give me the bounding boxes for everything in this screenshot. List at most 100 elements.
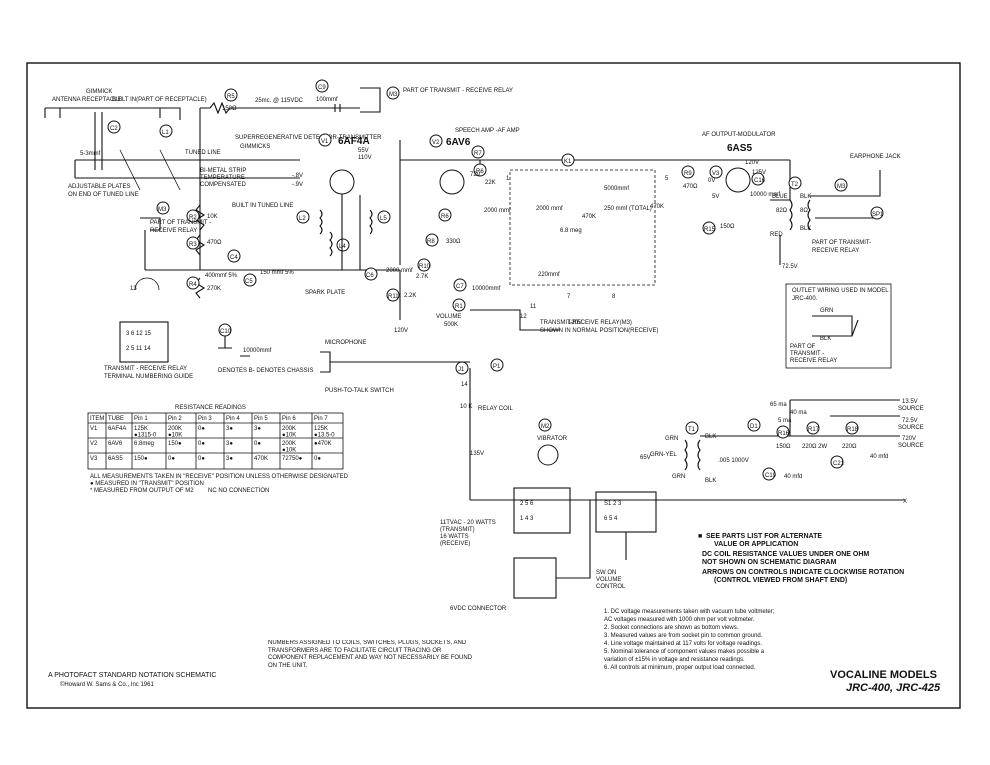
photofact-label: A PHOTOFACT STANDARD NOTATION SCHEMATIC bbox=[48, 672, 216, 679]
svg-text:RESISTANCE READINGS: RESISTANCE READINGS bbox=[175, 405, 246, 411]
svg-text:S1 2 3: S1 2 3 bbox=[604, 501, 622, 507]
svg-text:5000mmf: 5000mmf bbox=[604, 186, 629, 192]
table-cell: 125K bbox=[134, 426, 148, 432]
table-cell: 200K bbox=[282, 426, 296, 432]
table-cell: V2 bbox=[90, 441, 98, 447]
svg-text:BLK: BLK bbox=[820, 336, 831, 342]
svg-text:RECEIVE RELAY: RECEIVE RELAY bbox=[150, 228, 197, 234]
svg-text:NOT SHOWN ON SCHEMATIC DIAGRAM: NOT SHOWN ON SCHEMATIC DIAGRAM bbox=[702, 559, 837, 566]
svg-text:1 4 3: 1 4 3 bbox=[520, 516, 534, 522]
svg-text:SOURCE: SOURCE bbox=[898, 425, 924, 431]
svg-text:SPARK PLATE: SPARK PLATE bbox=[305, 290, 345, 296]
footnote-line: 1. DC voltage measurements taken with va… bbox=[604, 609, 775, 615]
footnote-line: 4. Line voltage maintained at 117 volts … bbox=[604, 641, 762, 647]
svg-text:11: 11 bbox=[530, 304, 537, 310]
label-built-in: BUILT IN(PART OF RECEPTACLE) bbox=[112, 97, 207, 103]
svg-text:RECEIVE RELAY: RECEIVE RELAY bbox=[790, 358, 837, 364]
svg-text:PUSH-TO-TALK SWITCH: PUSH-TO-TALK SWITCH bbox=[325, 388, 394, 394]
svg-text:7: 7 bbox=[567, 294, 571, 300]
svg-text:72V: 72V bbox=[470, 172, 481, 178]
svg-text:55V: 55V bbox=[358, 148, 369, 154]
footnote-line: 3. Measured values are from socket pin t… bbox=[604, 633, 763, 639]
svg-text:OUTLET WIRING USED IN MODEL: OUTLET WIRING USED IN MODEL bbox=[792, 288, 889, 294]
table-cell: 6AV6 bbox=[108, 441, 123, 447]
svg-text:40 ma: 40 ma bbox=[790, 410, 807, 416]
svg-text:EARPHONE JACK: EARPHONE JACK bbox=[850, 154, 901, 160]
svg-text:RECEIVE RELAY: RECEIVE RELAY bbox=[812, 248, 859, 254]
table-cell: 0● bbox=[198, 441, 205, 447]
footnote-line: 2. Socket connections are shown as botto… bbox=[604, 625, 739, 631]
table-cell: 150● bbox=[168, 441, 182, 447]
svg-text:6AF4A: 6AF4A bbox=[338, 136, 370, 147]
svg-text:400mmf 5%: 400mmf 5% bbox=[205, 273, 238, 279]
label-antenna: ANTENNA RECEPTACLE bbox=[52, 97, 122, 103]
table-cell: ●10K bbox=[168, 433, 182, 439]
svg-text:D1: D1 bbox=[750, 424, 758, 430]
svg-text:8: 8 bbox=[612, 294, 616, 300]
svg-text:120V: 120V bbox=[568, 320, 582, 326]
svg-text:6.8 meg: 6.8 meg bbox=[560, 228, 582, 234]
svg-text:14: 14 bbox=[461, 382, 468, 388]
svg-text:ON END OF TUNED LINE: ON END OF TUNED LINE bbox=[68, 192, 139, 198]
svg-text:1: 1 bbox=[506, 176, 510, 182]
svg-text:6AV6: 6AV6 bbox=[446, 137, 471, 148]
svg-text:T2: T2 bbox=[791, 182, 799, 188]
svg-text:TRANSMIT - RECEIVE RELAY: TRANSMIT - RECEIVE RELAY bbox=[104, 366, 187, 372]
svg-text:C7: C7 bbox=[456, 284, 464, 290]
svg-text:C9: C9 bbox=[318, 85, 326, 91]
svg-text:AF OUTPUT-MODULATOR: AF OUTPUT-MODULATOR bbox=[702, 132, 776, 138]
svg-text:VOLUME: VOLUME bbox=[436, 314, 461, 320]
svg-text:.005 1000V: .005 1000V bbox=[718, 458, 749, 464]
svg-text:P1: P1 bbox=[493, 364, 501, 370]
table-cell: 6AF4A bbox=[108, 426, 126, 432]
svg-text:RED: RED bbox=[770, 232, 783, 238]
table-header-cell: Pin 6 bbox=[282, 416, 296, 422]
svg-text:VOLUME: VOLUME bbox=[596, 577, 621, 583]
svg-text:13: 13 bbox=[130, 286, 137, 292]
svg-text:22K: 22K bbox=[485, 180, 496, 186]
svg-text:M3: M3 bbox=[389, 92, 398, 98]
svg-text:RELAY COIL: RELAY COIL bbox=[478, 406, 513, 412]
svg-text:TEMPERATURE: TEMPERATURE bbox=[200, 175, 245, 181]
table-cell: ●10K bbox=[282, 433, 296, 439]
svg-text:6VDC CONNECTOR: 6VDC CONNECTOR bbox=[450, 606, 507, 612]
svg-text:CONTROL: CONTROL bbox=[596, 584, 626, 590]
svg-text:BLK: BLK bbox=[705, 478, 716, 484]
svg-text:470Ω: 470Ω bbox=[207, 240, 222, 246]
svg-text:BLUE: BLUE bbox=[772, 194, 788, 200]
notes-block: NUMBERS ASSIGNED TO COILS, SWITCHES, PLU… bbox=[48, 533, 941, 694]
svg-text:GRN: GRN bbox=[672, 474, 685, 480]
svg-text:5 ma: 5 ma bbox=[778, 418, 792, 424]
svg-text:10000mmf: 10000mmf bbox=[472, 286, 501, 292]
svg-text:10000mmf: 10000mmf bbox=[243, 348, 272, 354]
svg-text:2 5 6: 2 5 6 bbox=[520, 501, 534, 507]
svg-text:R15: R15 bbox=[704, 227, 716, 233]
svg-text:SW ON: SW ON bbox=[596, 570, 616, 576]
svg-text:65 ma: 65 ma bbox=[770, 402, 787, 408]
svg-text:12: 12 bbox=[520, 314, 527, 320]
brand-title: VOCALINE MODELS bbox=[830, 669, 937, 681]
svg-text:R2: R2 bbox=[189, 215, 197, 221]
table-cell: 3● bbox=[254, 426, 261, 432]
svg-text:C2: C2 bbox=[110, 126, 118, 132]
svg-text:R17: R17 bbox=[808, 427, 820, 433]
table-cell: 3● bbox=[226, 441, 233, 447]
svg-text:11TVAC - 20 WATTS: 11TVAC - 20 WATTS bbox=[440, 520, 496, 526]
svg-text:470Ω: 470Ω bbox=[683, 184, 698, 190]
table-cell: 0● bbox=[254, 441, 261, 447]
svg-text:10K: 10K bbox=[207, 214, 218, 220]
svg-text:* MEASURED FROM OUTPUT OF M2: * MEASURED FROM OUTPUT OF M2 bbox=[90, 488, 194, 494]
svg-text:SOURCE: SOURCE bbox=[898, 406, 924, 412]
svg-text:VALUE OR APPLICATION: VALUE OR APPLICATION bbox=[714, 541, 798, 548]
svg-text:135V: 135V bbox=[470, 451, 484, 457]
svg-text:40 mfd: 40 mfd bbox=[870, 454, 888, 460]
svg-text:C19: C19 bbox=[765, 473, 777, 479]
svg-text:BLK: BLK bbox=[800, 194, 811, 200]
svg-text:BLK: BLK bbox=[800, 226, 811, 232]
svg-text:BLK: BLK bbox=[705, 434, 716, 440]
table-cell: ●10K bbox=[282, 448, 296, 454]
table-cell: 0● bbox=[168, 456, 175, 462]
svg-text:M3: M3 bbox=[837, 184, 846, 190]
